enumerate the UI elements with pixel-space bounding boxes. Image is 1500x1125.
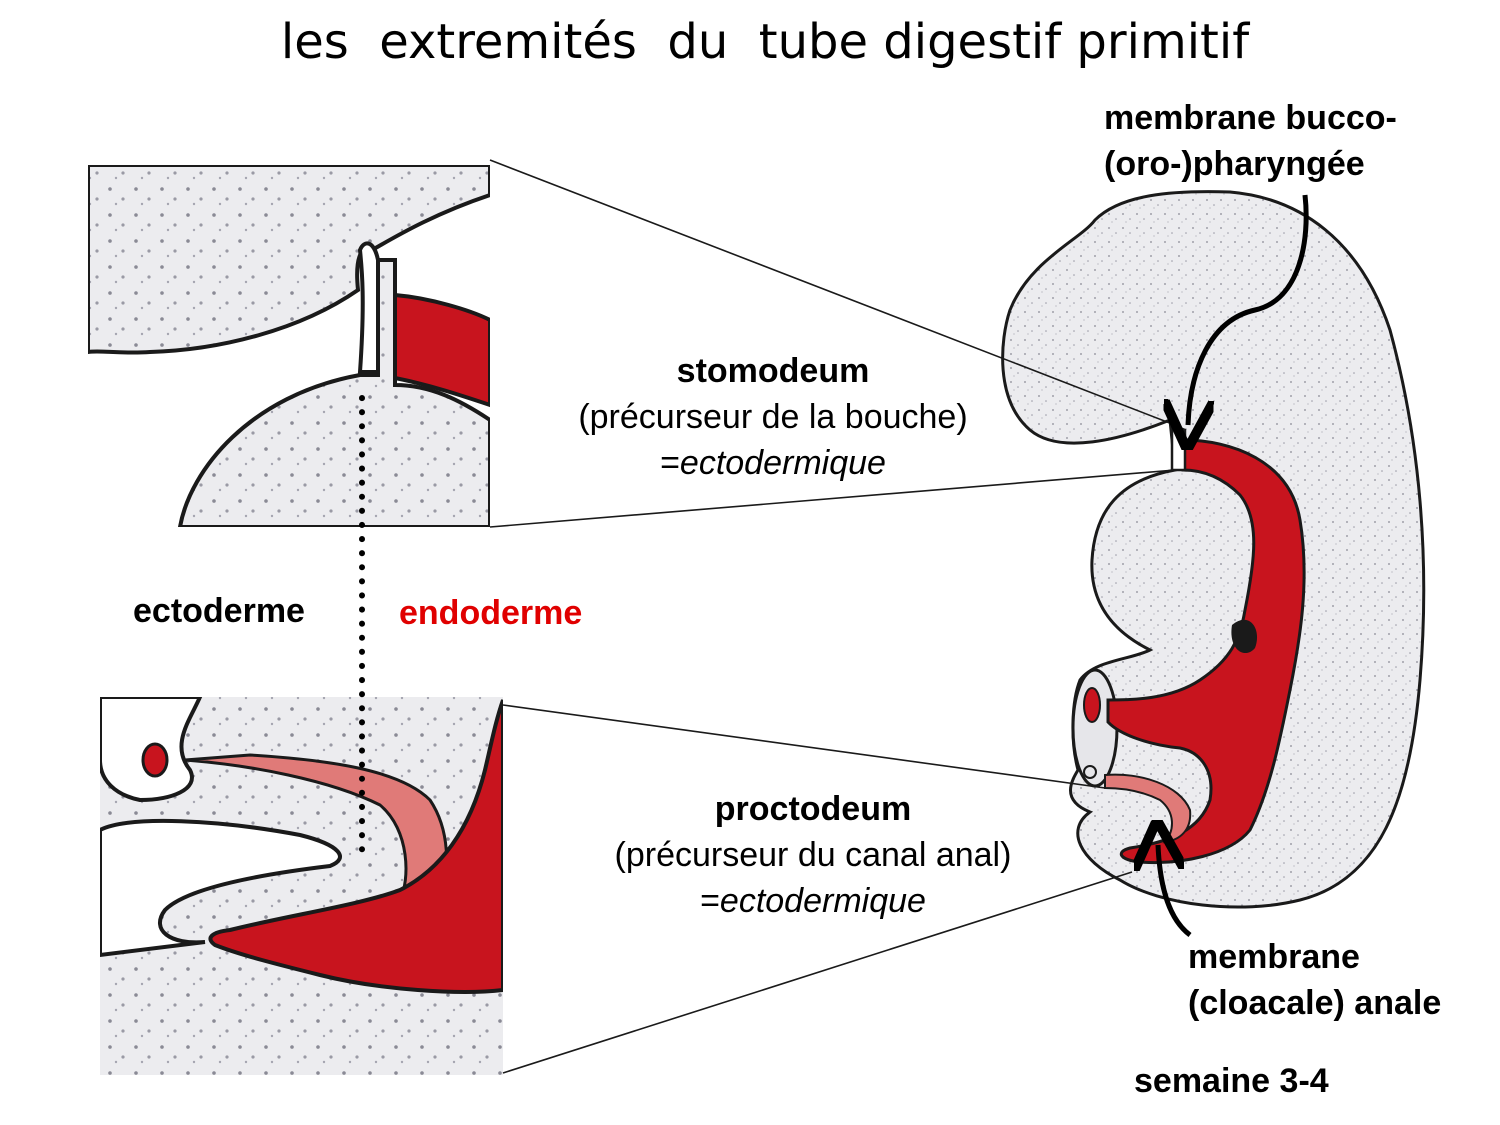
zoom-connector-lines xyxy=(489,159,1181,1074)
label-proctodeum: proctodeum (précurseur du canal anal) =e… xyxy=(588,786,1038,924)
stomodeum-eq: = xyxy=(660,444,680,482)
label-ectoderme: ectoderme xyxy=(133,592,305,630)
label-membrane-anale-line2: (cloacale) anale xyxy=(1188,984,1442,1022)
proctodeum-name: proctodeum xyxy=(714,790,912,828)
stomodeum-name: stomodeum xyxy=(676,352,870,390)
membrane-bucco-arrow xyxy=(1188,194,1309,425)
label-membrane-bucco: membrane bucco- (oro-)pharyngée xyxy=(1104,95,1397,187)
proctodeum-eq: = xyxy=(700,882,720,920)
membrane-anale-arrow xyxy=(1158,845,1192,937)
label-endoderme: endoderme xyxy=(399,594,583,632)
label-semaine: semaine 3-4 xyxy=(1134,1062,1329,1100)
label-membrane-anale-line1: membrane xyxy=(1188,938,1360,976)
label-membrane-bucco-line1: membrane bucco- xyxy=(1104,99,1397,137)
proctodeum-desc: (précurseur du canal anal) xyxy=(614,836,1012,874)
proctodeum-type: ectodermique xyxy=(719,882,926,920)
stomodeum-desc: (précurseur de la bouche) xyxy=(578,398,968,436)
label-membrane-anale: membrane (cloacale) anale xyxy=(1188,934,1441,1026)
proctodeum-zoom-panel xyxy=(100,697,503,1075)
embryo-illustration xyxy=(1001,190,1426,909)
stomodeum-zoom-panel xyxy=(88,165,490,527)
label-membrane-bucco-line2: (oro-)pharyngée xyxy=(1104,145,1365,183)
label-stomodeum: stomodeum (précurseur de la bouche) =ect… xyxy=(548,348,998,486)
page-title: les extremités du tube digestif primitif xyxy=(280,14,1250,70)
primitive-gut xyxy=(1106,438,1306,864)
stomodeum-type: ectodermique xyxy=(679,444,886,482)
